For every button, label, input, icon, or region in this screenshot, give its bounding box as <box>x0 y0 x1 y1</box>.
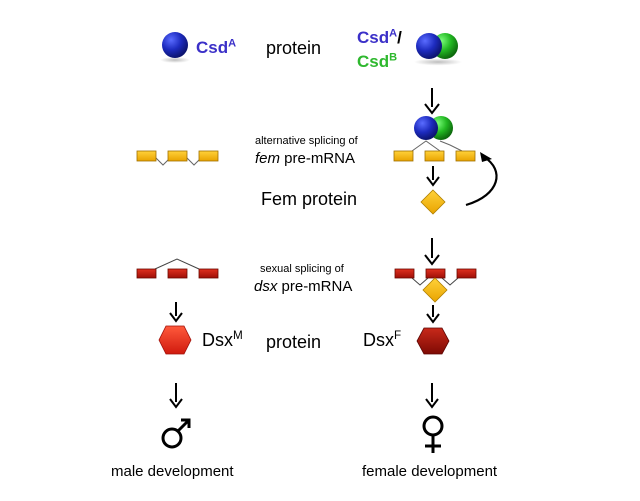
csd-heterodimer-bound-icon <box>414 116 453 140</box>
protein-label-top: protein <box>266 38 322 58</box>
female-symbol-icon <box>422 415 444 453</box>
male-symbol-icon <box>161 418 191 449</box>
male-development-label: male development <box>111 463 234 480</box>
arrow-head-1 <box>424 103 440 115</box>
dsx-pre-mrna-right <box>394 268 477 303</box>
sexual-splicing-label: sexual splicing of <box>260 263 344 275</box>
arrow-head-left-2 <box>169 398 183 409</box>
fem-bound-dsx-icon <box>422 277 448 303</box>
arrow-head-4 <box>426 313 440 324</box>
fem-pre-mrna-label: fem pre-mRNA <box>255 150 356 167</box>
dsx-pre-mrna-label: dsx pre-mRNA <box>254 278 353 295</box>
csd-a-sphere-icon <box>160 32 190 63</box>
dsx-f-protein-icon <box>416 327 450 355</box>
fem-pre-mrna-right <box>393 140 476 162</box>
dsx-m-protein-icon <box>158 325 192 355</box>
csd-a-label: CsdA <box>196 37 237 57</box>
arrow-head-3 <box>424 254 440 266</box>
csd-b-dimer-label: CsdB <box>357 51 398 71</box>
arrow-head-5 <box>425 398 439 409</box>
feedback-arrow <box>465 156 498 207</box>
csd-a-dimer-label: CsdA/ <box>357 27 402 47</box>
dsx-m-label: DsxM <box>202 329 243 350</box>
female-development-label: female development <box>362 463 498 480</box>
fem-pre-mrna-left <box>136 150 219 166</box>
arrow-head-left-1 <box>169 312 183 323</box>
dsx-f-label: DsxF <box>363 329 402 350</box>
alt-splicing-label: alternative splicing of <box>255 135 358 147</box>
dsx-pre-mrna-left <box>136 258 219 279</box>
protein-label-mid: protein <box>266 332 322 352</box>
arrow-head-2 <box>426 176 440 187</box>
fem-protein-icon <box>420 189 446 215</box>
fem-protein-label: Fem protein <box>261 189 358 209</box>
csd-heterodimer-icon <box>414 33 462 66</box>
feedback-arrow-head <box>480 152 492 162</box>
